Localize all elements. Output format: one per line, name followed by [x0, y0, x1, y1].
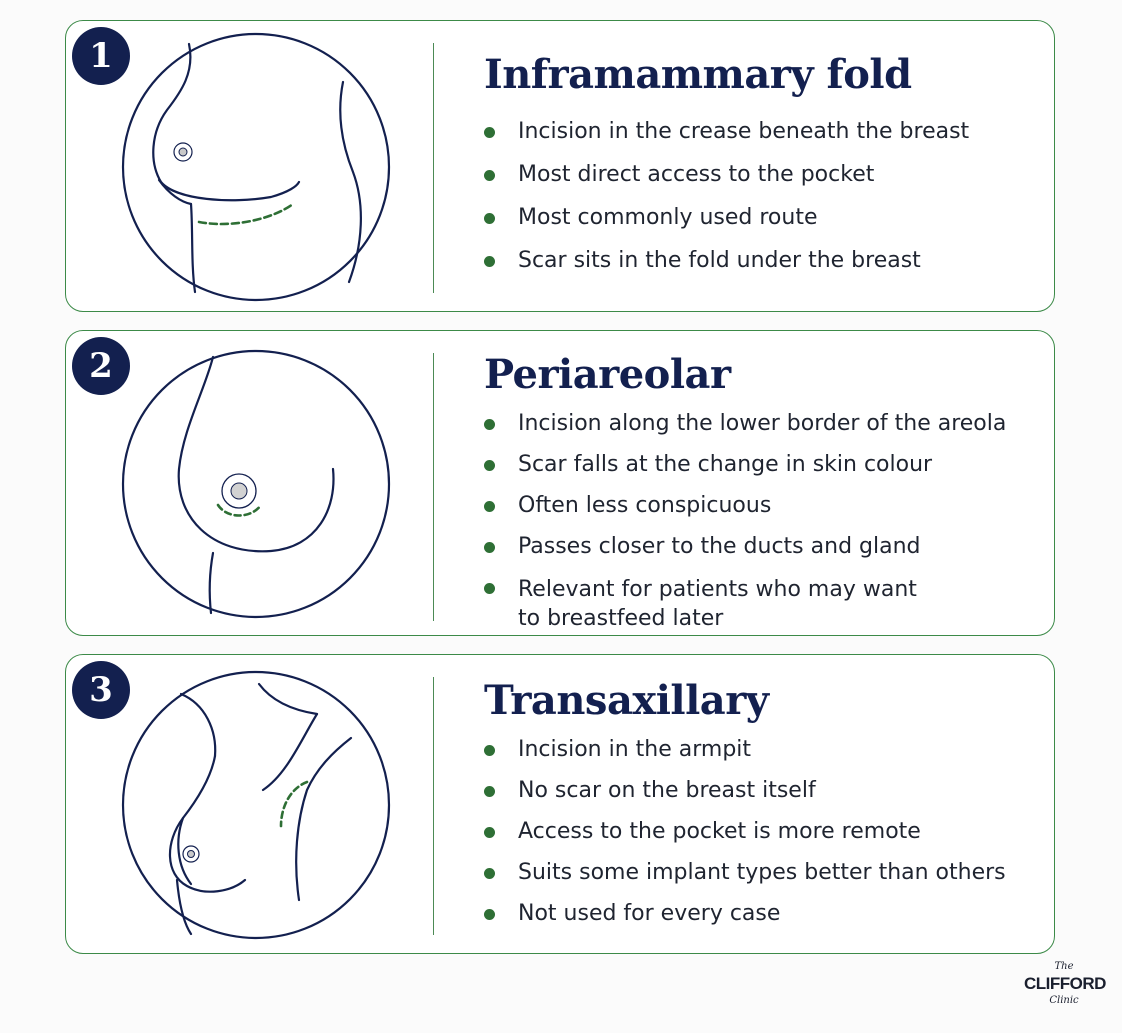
illustration-circle: [121, 32, 391, 302]
inframammary-illustration: [121, 32, 391, 302]
bullet-dot-icon: [484, 419, 495, 430]
section-divider: [433, 353, 434, 621]
breast-outline: [177, 355, 335, 553]
list-item: Incision along the lower border of the a…: [484, 411, 1006, 437]
section-title: Inframammary fold: [484, 51, 912, 98]
bullet-dot-icon: [484, 213, 495, 224]
bullet-list: Incision in the crease beneath the breas…: [484, 119, 969, 291]
bullet-dot-icon: [484, 460, 495, 471]
clinic-logo: The CLIFFORD Clinic: [1024, 960, 1106, 1020]
incision-mark: [216, 503, 263, 517]
list-item: Suits some implant types better than oth…: [484, 860, 1006, 886]
incision-mark: [279, 780, 309, 828]
logo-script-bottom: Clinic: [1049, 995, 1079, 1006]
incision-card-transaxillary: 3 Transaxillary Incision in the armpit N…: [65, 654, 1055, 954]
step-number-badge: 3: [72, 661, 130, 719]
list-item: Access to the pocket is more remote: [484, 819, 1006, 845]
bullet-dot-icon: [484, 583, 495, 594]
incision-card-inframammary: 1 Inframammary fold Incision in the crea…: [65, 20, 1055, 312]
arm-lower: [295, 736, 353, 902]
incision-mark: [197, 202, 295, 226]
torso-side: [175, 878, 193, 936]
list-item: Not used for every case: [484, 901, 1006, 927]
bullet-dot-icon: [484, 868, 495, 879]
list-item: Passes closer to the ducts and gland: [484, 534, 1006, 560]
ribcage-line: [189, 202, 197, 294]
illustration-circle: [121, 349, 391, 619]
list-item: Often less conspicuous: [484, 493, 1006, 519]
step-number-badge: 1: [72, 27, 130, 85]
inframammary-diagram: [121, 32, 391, 302]
bullet-dot-icon: [484, 170, 495, 181]
transaxillary-diagram: [121, 670, 391, 940]
section-divider: [433, 677, 434, 935]
bullet-dot-icon: [484, 542, 495, 553]
bullet-dot-icon: [484, 745, 495, 756]
ribcage-line: [208, 551, 215, 615]
nipple: [187, 850, 195, 858]
illustration-circle: [121, 670, 391, 940]
nipple: [230, 482, 248, 500]
logo-wordmark: CLIFFORD: [1024, 974, 1106, 993]
periareolar-diagram: [121, 349, 391, 619]
list-item: Relevant for patients who may want to br…: [484, 575, 1006, 633]
list-item: No scar on the breast itself: [484, 778, 1006, 804]
list-item: Most commonly used route: [484, 205, 969, 231]
bullet-list: Incision in the armpit No scar on the br…: [484, 737, 1006, 942]
back-contour: [339, 80, 362, 284]
logo-script-top: The: [1054, 961, 1074, 972]
chest-outline: [168, 754, 247, 893]
bullet-dot-icon: [484, 501, 495, 512]
section-divider: [433, 43, 434, 293]
shoulder-line: [179, 692, 217, 758]
list-item: Incision in the crease beneath the breas…: [484, 119, 969, 145]
bullet-list: Incision along the lower border of the a…: [484, 411, 1006, 648]
section-title: Transaxillary: [484, 677, 769, 724]
bullet-dot-icon: [484, 256, 495, 267]
list-item: Incision in the armpit: [484, 737, 1006, 763]
nipple: [178, 147, 188, 157]
periareolar-illustration: [121, 349, 391, 619]
section-title: Periareolar: [484, 351, 731, 398]
bullet-dot-icon: [484, 909, 495, 920]
list-item: Most direct access to the pocket: [484, 162, 969, 188]
breast-underline: [157, 178, 193, 206]
arm-contour: [261, 712, 319, 792]
arm-upper: [257, 682, 319, 716]
bullet-dot-icon: [484, 127, 495, 138]
step-number-badge: 2: [72, 337, 130, 395]
incision-card-periareolar: 2 Periareolar Incision along the lower b…: [65, 330, 1055, 636]
breast-side: [177, 816, 193, 886]
list-item: Scar falls at the change in skin colour: [484, 452, 1006, 478]
bullet-dot-icon: [484, 827, 495, 838]
bullet-dot-icon: [484, 786, 495, 797]
list-item: Scar sits in the fold under the breast: [484, 248, 969, 274]
transaxillary-illustration: [121, 670, 391, 940]
